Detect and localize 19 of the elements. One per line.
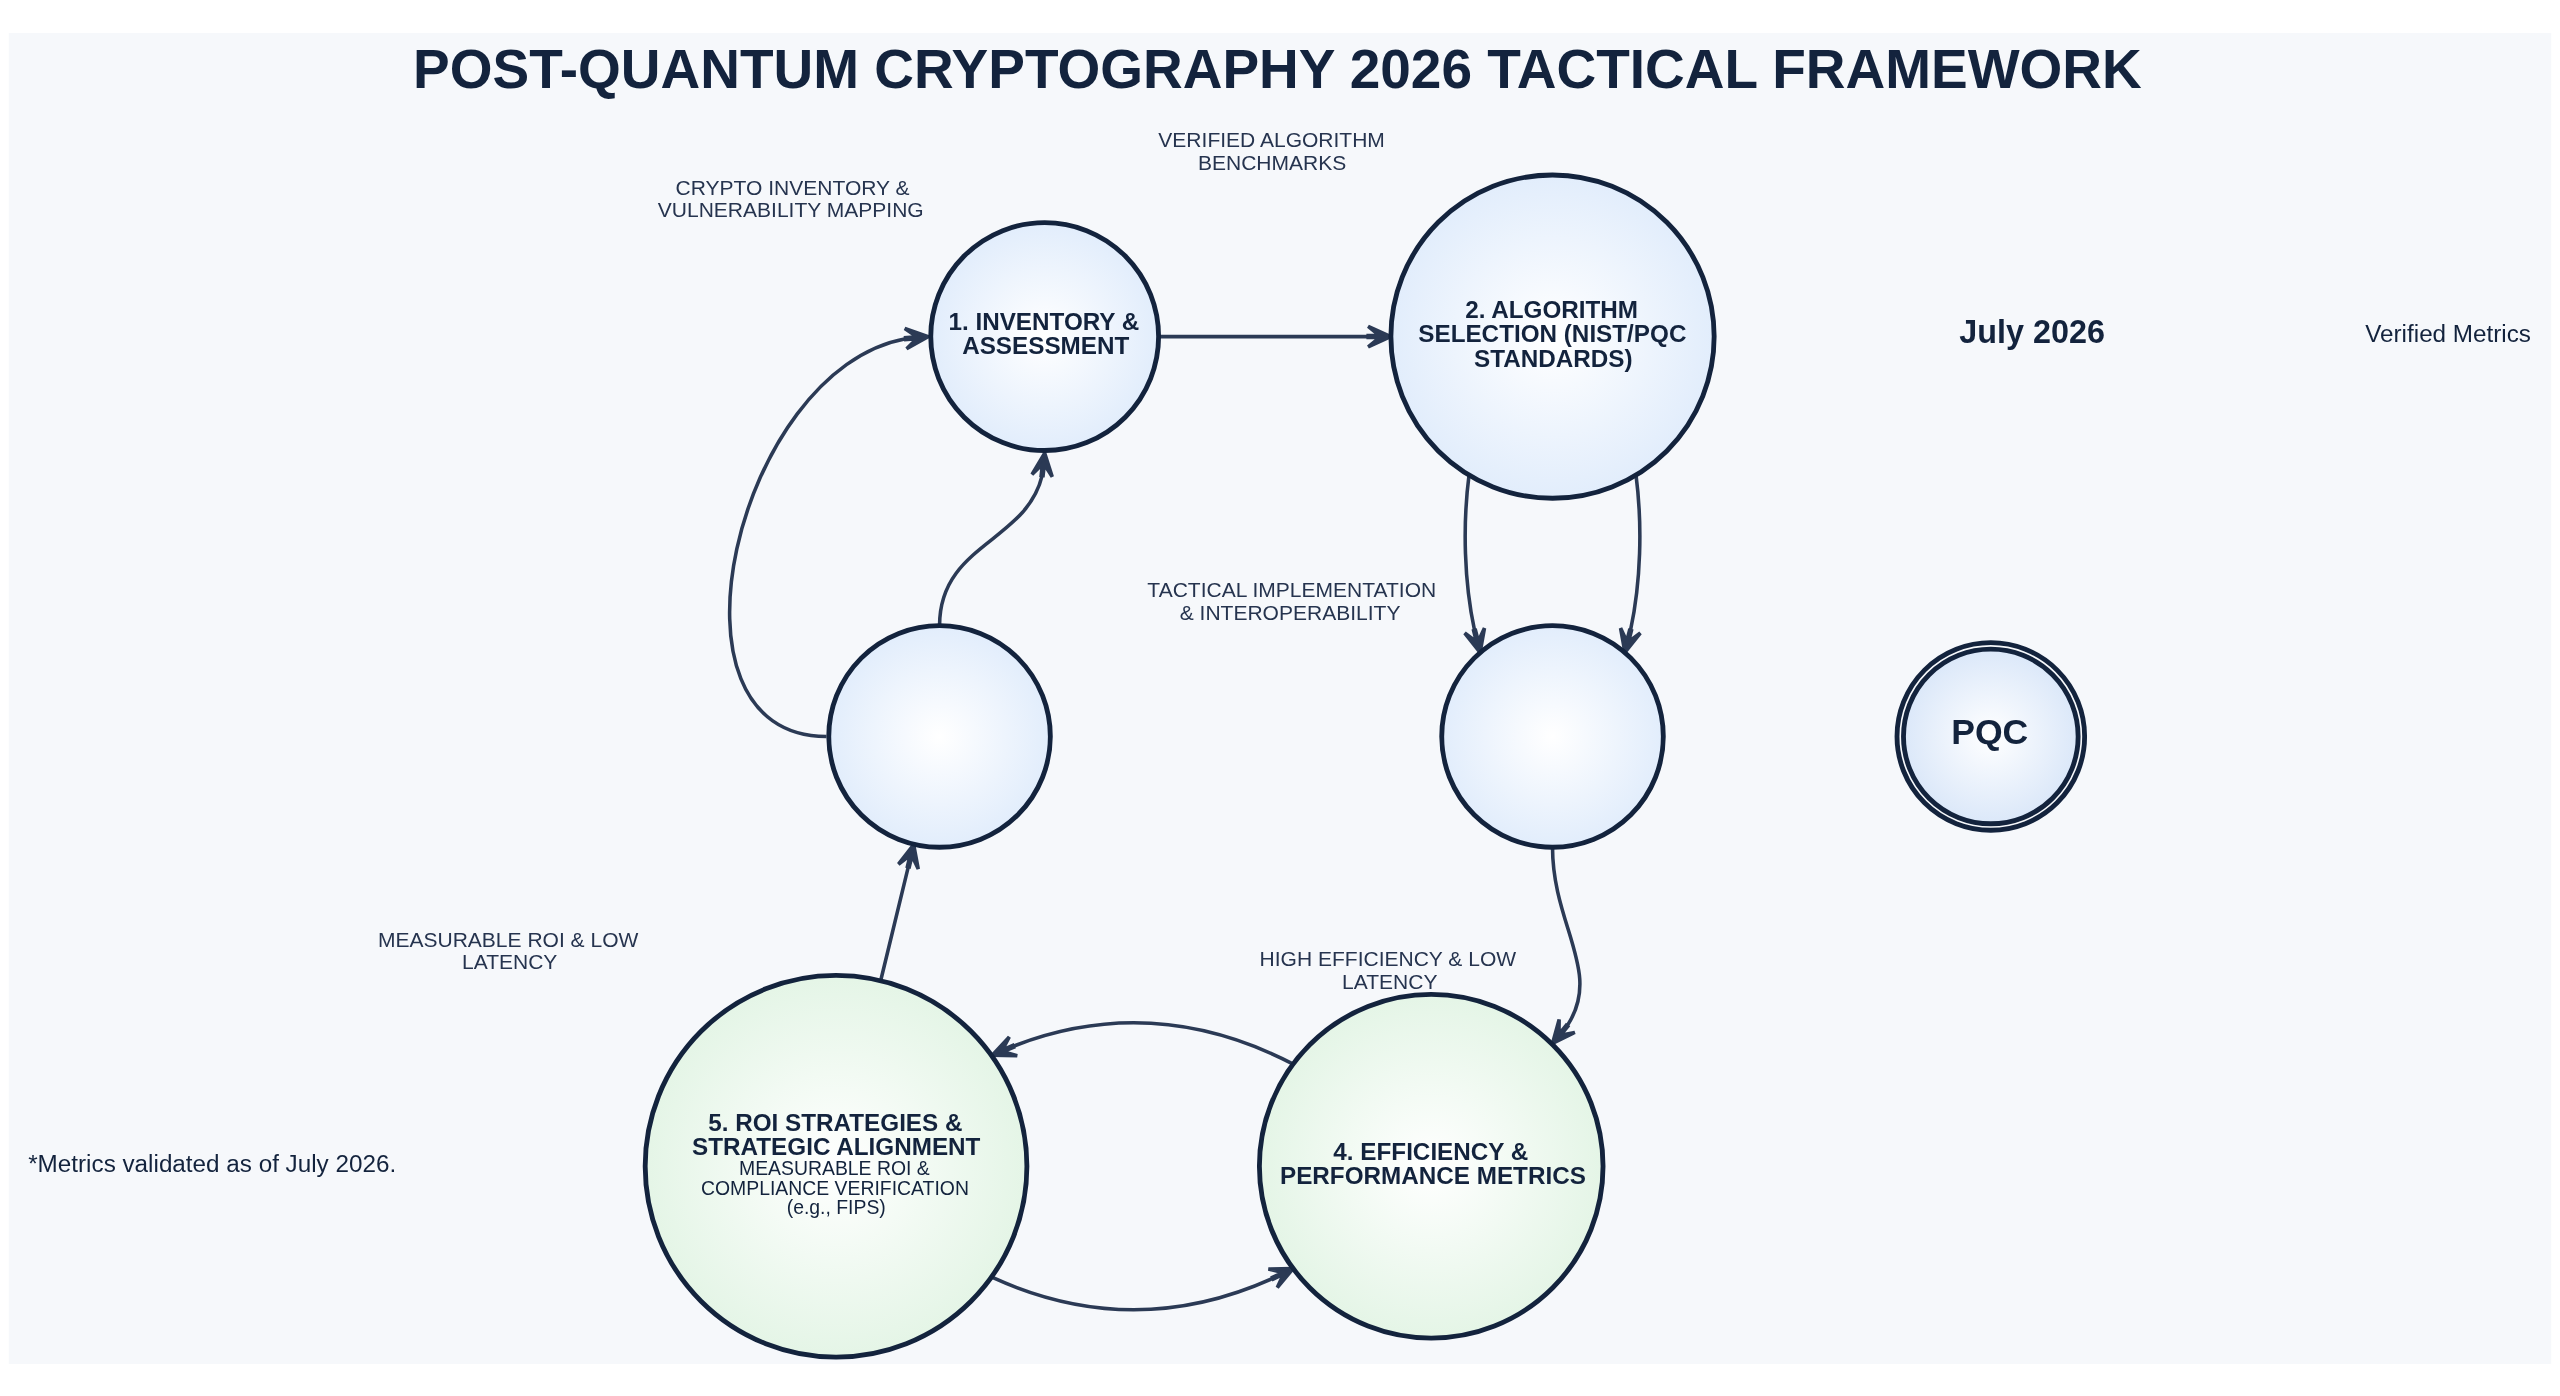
arrow — [1618, 474, 1643, 654]
node-circle: 5. ROI STRATEGIES & STRATEGIC ALIGNMENT MEASURABLE ROI & COMPLIANCE VERIFICATION (e.g., FIPS) — [642, 972, 1030, 1360]
node-label: HIGH EFFICIENCY & LOW LATENCY — [1259, 946, 1517, 993]
node-label: VERIFIED ALGORITHM BENCHMARKS — [1158, 127, 1385, 173]
diagram-title: POST-QUANTUM CRYPTOGRAPHY 2026 TACTICAL FRAMEWORK — [413, 37, 2142, 100]
label: July 2026 — [1959, 313, 2105, 350]
label: Verified Metrics — [2365, 319, 2531, 347]
node-label: TACTICAL IMPLEMENTATION & INTEROPERABILITY — [1147, 577, 1437, 624]
node-circle: PQC — [1894, 639, 2088, 833]
arrow — [990, 1020, 1294, 1066]
caption: *Metrics validated as of July 2026. — [28, 1149, 397, 1177]
node-label: CRYPTO INVENTORY & VULNERABILITY MAPPING — [657, 175, 924, 221]
node-circle: 2. ALGORITHM SELECTION (NIST/PQC STANDARDS) — [1388, 172, 1717, 501]
arrow — [728, 326, 930, 738]
node-label: MEASURABLE ROI & LOW LATENCY — [377, 927, 639, 973]
node-circle: 4. EFFICIENCY & PERFORMANCE METRICS — [1256, 991, 1606, 1340]
arrow — [991, 1266, 1295, 1311]
node-circle: 1. INVENTORY & ASSESSMENT — [928, 219, 1162, 453]
node-circle — [826, 622, 1053, 850]
